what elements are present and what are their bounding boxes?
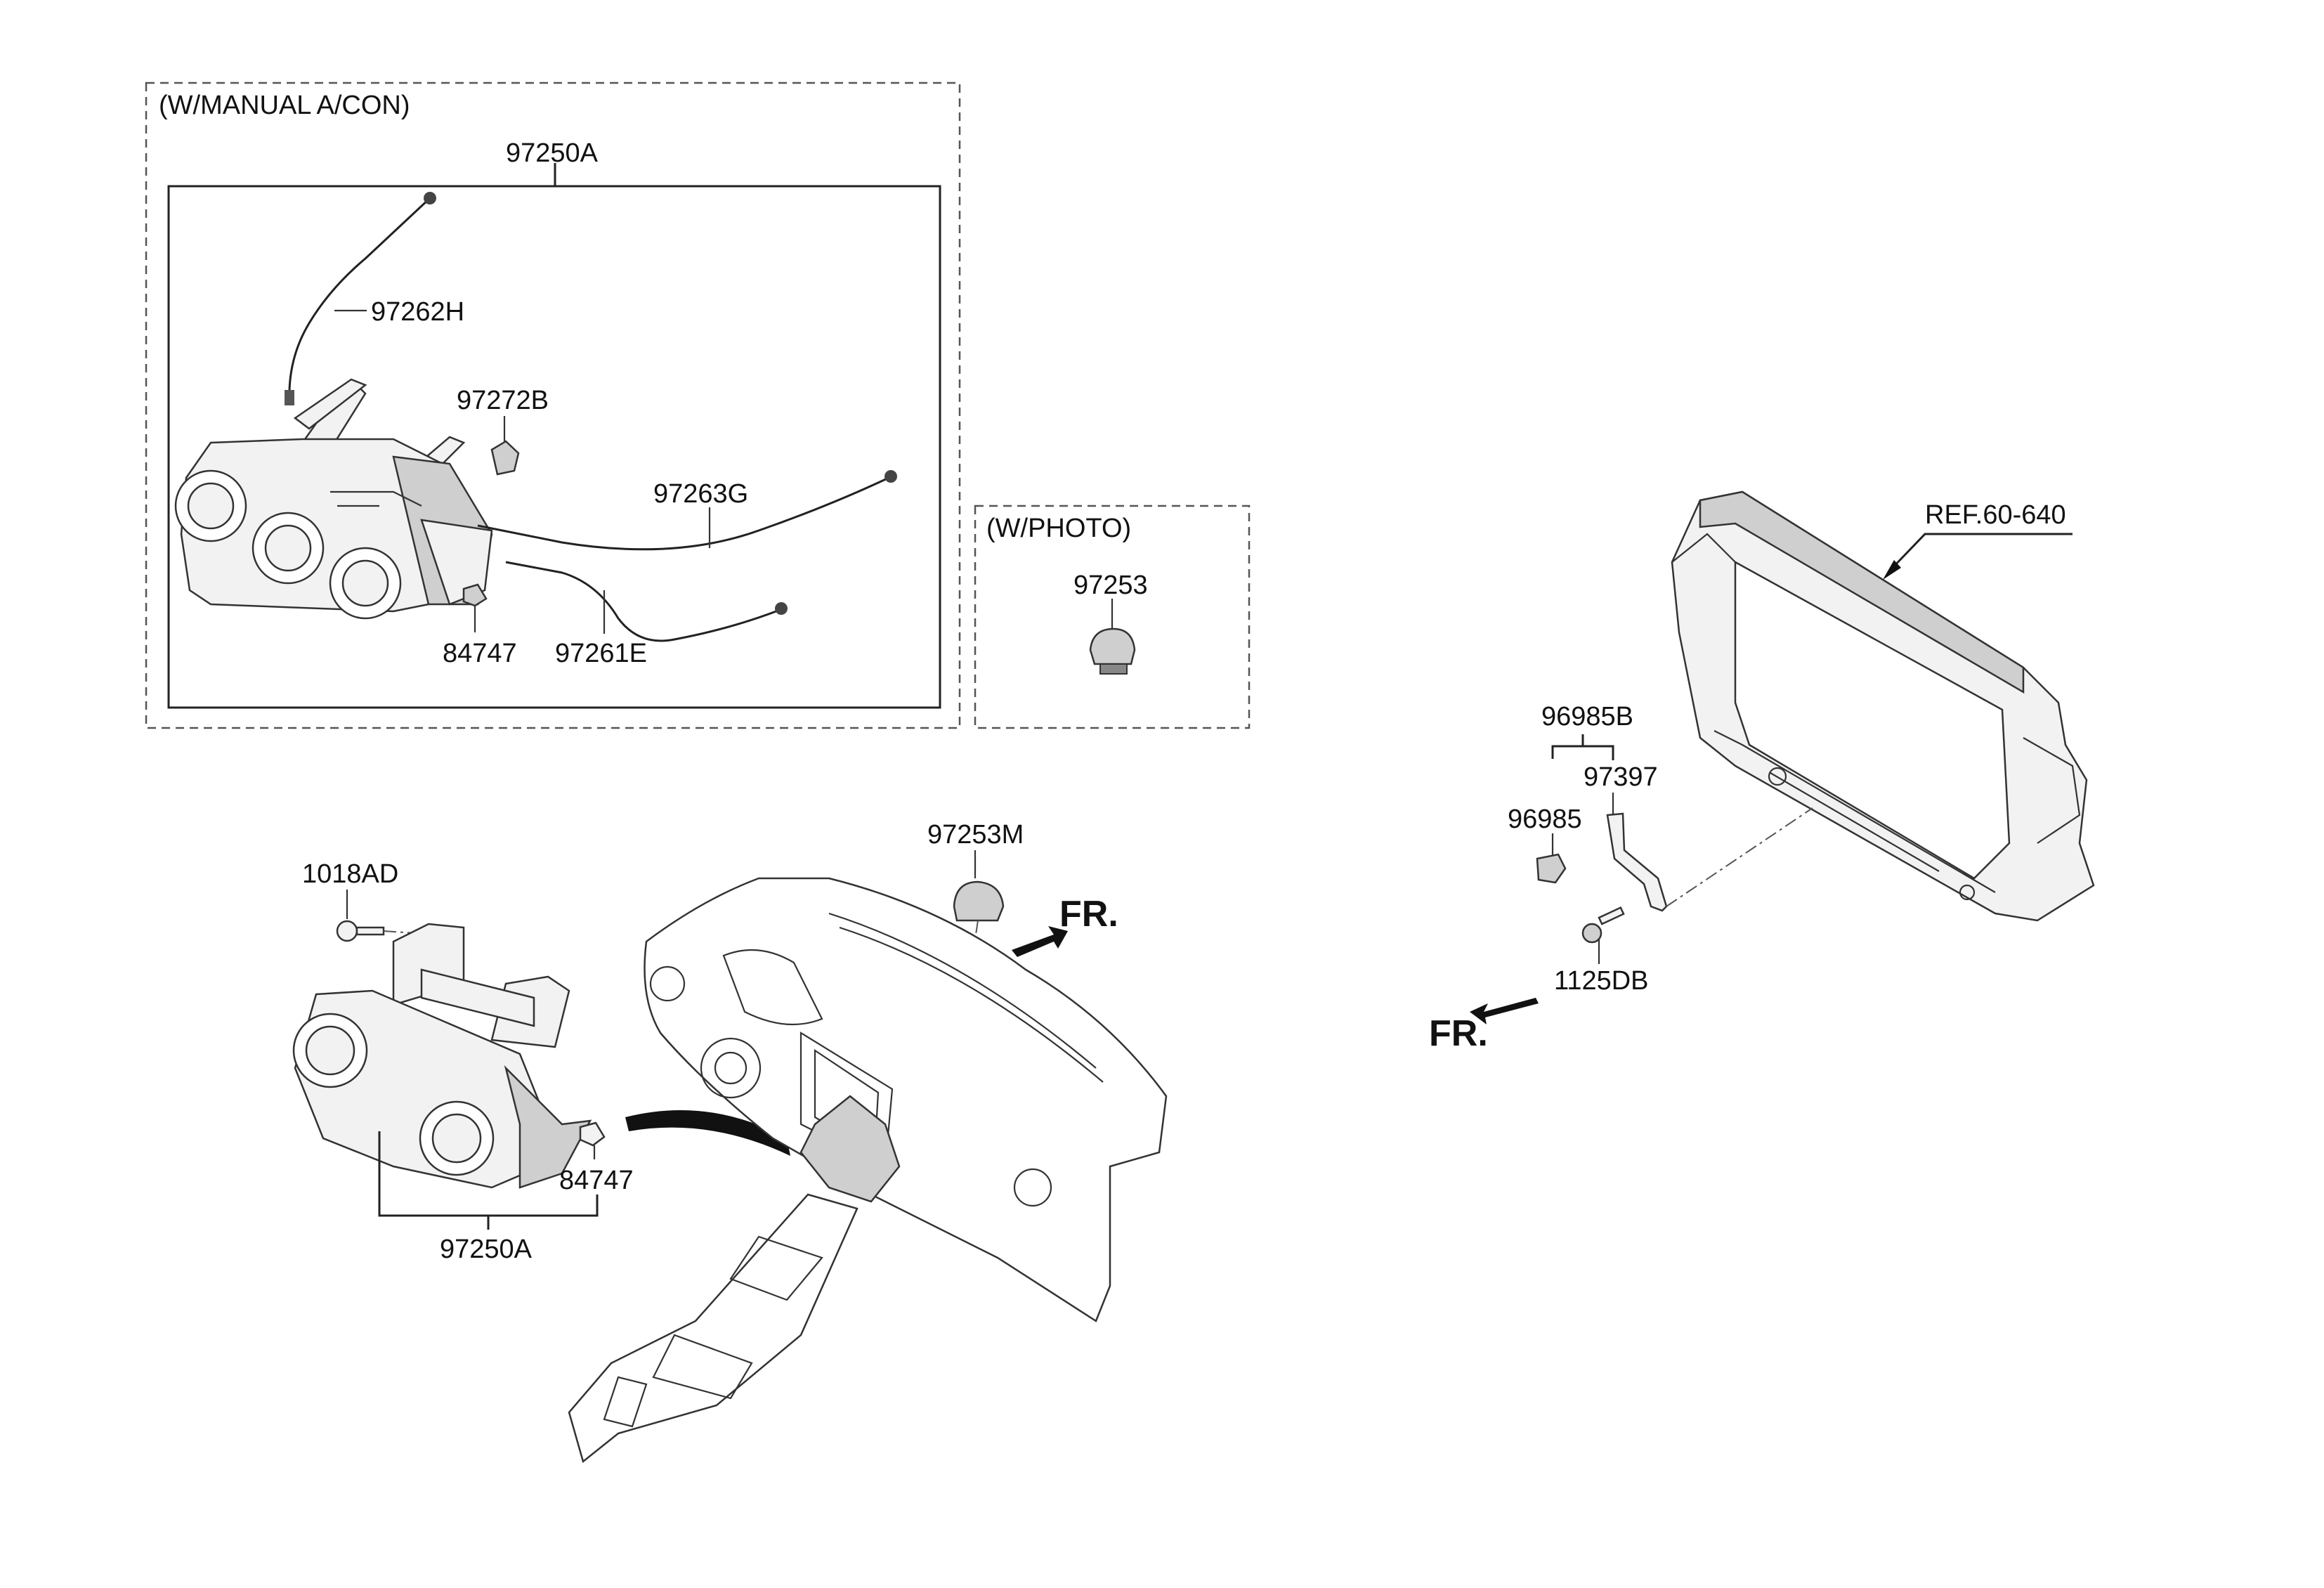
- sensor-97253M: [953, 880, 1005, 922]
- label-1018AD: 1018AD: [302, 859, 398, 889]
- carrier-install-line: [1666, 807, 1813, 907]
- sensor-97253: [1089, 627, 1136, 665]
- label-96985: 96985: [1508, 805, 1582, 834]
- heater-control-unit-top: [174, 378, 493, 620]
- label-97253: 97253: [1073, 571, 1148, 600]
- part-84747-bottom: [579, 1121, 606, 1147]
- fr-label-carrier: FR.: [1429, 1013, 1488, 1054]
- fr-label-dashboard: FR.: [1059, 894, 1118, 935]
- clip-97272B: [490, 440, 520, 476]
- cable-97263G: [477, 476, 889, 551]
- label-96985B: 96985B: [1541, 702, 1633, 731]
- label-97250A-bottom: 97250A: [440, 1235, 533, 1264]
- label-1125DB: 1125DB: [1554, 966, 1649, 996]
- dashboard-and-console: [568, 877, 1168, 1464]
- label-84747-top: 84747: [443, 639, 517, 668]
- fr-arrow-carrier: [1470, 998, 1539, 1024]
- label-97397: 97397: [1584, 762, 1658, 792]
- sensor-96985: [1536, 853, 1567, 884]
- label-97262H: 97262H: [371, 297, 464, 327]
- part-84747-top: [462, 583, 488, 607]
- label-ref: REF.60-640: [1925, 500, 2066, 530]
- label-97272B: 97272B: [457, 386, 549, 415]
- screw-1018AD-shank: [355, 926, 385, 936]
- cable-97263G-end: [884, 470, 897, 483]
- photo-dashed-frame: [974, 505, 1251, 729]
- install-arrow: [625, 1110, 790, 1156]
- photo-group: (W/PHOTO) 97253: [974, 505, 1251, 729]
- screw-1125DB-shank: [1598, 906, 1625, 925]
- label-84747-bottom: 84747: [559, 1166, 634, 1195]
- screw-1125DB-head: [1581, 923, 1602, 944]
- manual-acon-dashed-frame: [145, 82, 961, 729]
- leader-ref-arrowhead: [1883, 560, 1901, 580]
- dashboard-install-group: 97253M FR. 1018AD 84747 97: [292, 820, 1168, 1464]
- label-97261E: 97261E: [555, 639, 647, 668]
- photo-group-label: (W/PHOTO): [986, 514, 1131, 543]
- leader-97250A-bottom: [378, 1131, 599, 1230]
- heater-control-unit-bottom: [292, 923, 592, 1189]
- screw-1018AD-head: [336, 920, 358, 942]
- cable-97262H: [288, 197, 431, 401]
- cable-97262H-clip: [285, 390, 294, 405]
- manual-acon-group-label: (W/MANUAL A/CON): [159, 91, 410, 120]
- carrier-group: REF.60-640 96985B 97397 96985 1125DB FR.: [1429, 490, 2095, 1054]
- cable-97262H-end: [424, 192, 436, 204]
- label-97250A-top: 97250A: [506, 138, 599, 168]
- manual-acon-group: (W/MANUAL A/CON) 97250A 97262H: [145, 82, 961, 729]
- front-end-carrier: [1671, 490, 2095, 922]
- sensor-97253-base: [1099, 663, 1128, 675]
- leader-ref: [1888, 533, 2072, 572]
- bracket-97397: [1606, 812, 1668, 912]
- label-97263G: 97263G: [653, 479, 748, 509]
- fr-arrow-dashboard: [1012, 926, 1068, 957]
- leader-96985B: [1551, 745, 1614, 760]
- label-97253M: 97253M: [927, 820, 1024, 850]
- cable-97261E-end: [775, 602, 788, 615]
- cable-97261E: [505, 561, 781, 642]
